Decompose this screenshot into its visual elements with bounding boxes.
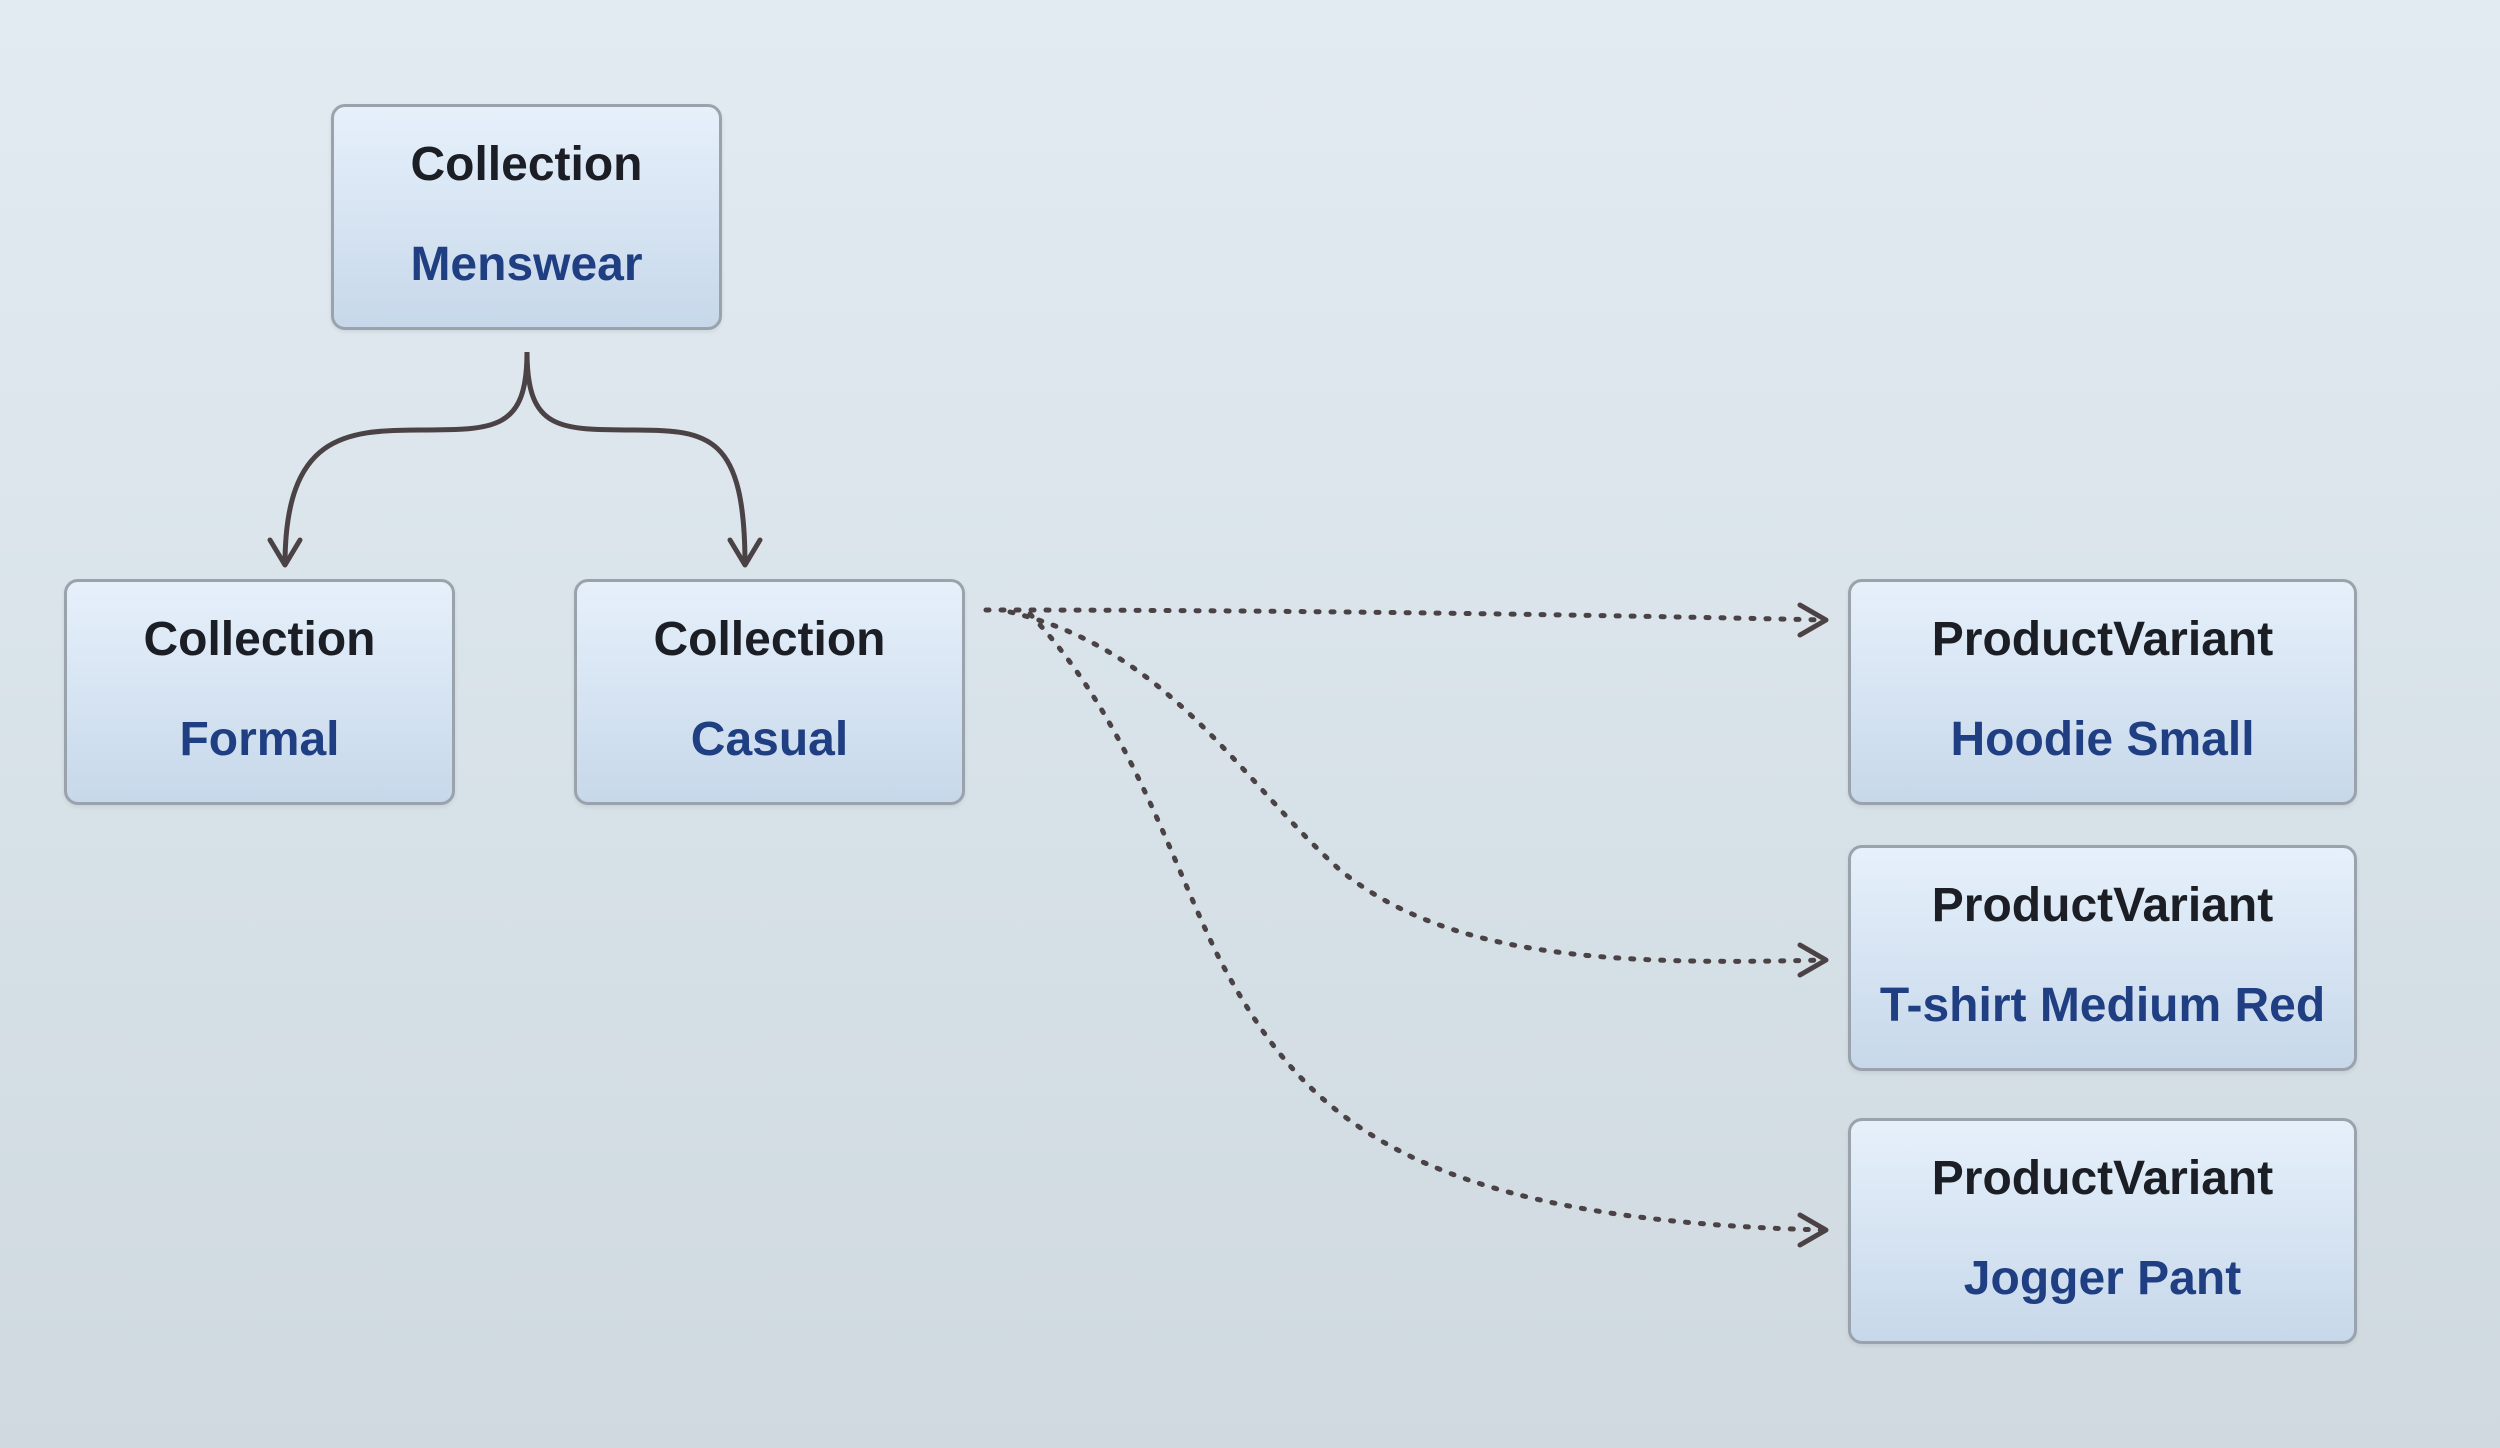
node-name-label: Menswear bbox=[410, 238, 643, 291]
node-productvariant-tshirt-medium-red[interactable]: ProductVariant T-shirt Medium Red bbox=[1848, 845, 2357, 1071]
node-type-label: ProductVariant bbox=[1931, 1152, 2274, 1205]
edge-casual-jogger bbox=[1027, 611, 1828, 1233]
arrow-hoodie-icon bbox=[1797, 602, 1829, 638]
node-collection-casual[interactable]: Collection Casual bbox=[574, 579, 965, 805]
node-type-label: Collection bbox=[653, 613, 886, 666]
node-name-label: Jogger Pant bbox=[1963, 1252, 2242, 1305]
edge-menswear-formal bbox=[282, 351, 530, 566]
edge-casual-tshirt bbox=[1007, 609, 1828, 964]
node-productvariant-hoodie-small[interactable]: ProductVariant Hoodie Small bbox=[1848, 579, 2357, 805]
node-collection-menswear[interactable]: Collection Menswear bbox=[331, 104, 722, 330]
edge-menswear-casual bbox=[524, 351, 748, 566]
node-type-label: Collection bbox=[143, 613, 376, 666]
node-type-label: ProductVariant bbox=[1931, 613, 2274, 666]
node-name-label: Hoodie Small bbox=[1950, 713, 2255, 766]
node-name-label: Casual bbox=[690, 713, 849, 766]
node-productvariant-jogger-pant[interactable]: ProductVariant Jogger Pant bbox=[1848, 1118, 2357, 1344]
edge-casual-hoodie bbox=[983, 607, 1828, 623]
node-name-label: T-shirt Medium Red bbox=[1879, 979, 2326, 1032]
arrow-casual-icon bbox=[727, 537, 763, 568]
arrow-tshirt-icon bbox=[1797, 942, 1829, 978]
arrow-formal-icon bbox=[267, 537, 303, 568]
node-type-label: Collection bbox=[410, 138, 643, 191]
node-name-label: Formal bbox=[179, 713, 340, 766]
arrow-jogger-icon bbox=[1797, 1212, 1829, 1248]
node-collection-formal[interactable]: Collection Formal bbox=[64, 579, 455, 805]
node-type-label: ProductVariant bbox=[1931, 879, 2274, 932]
